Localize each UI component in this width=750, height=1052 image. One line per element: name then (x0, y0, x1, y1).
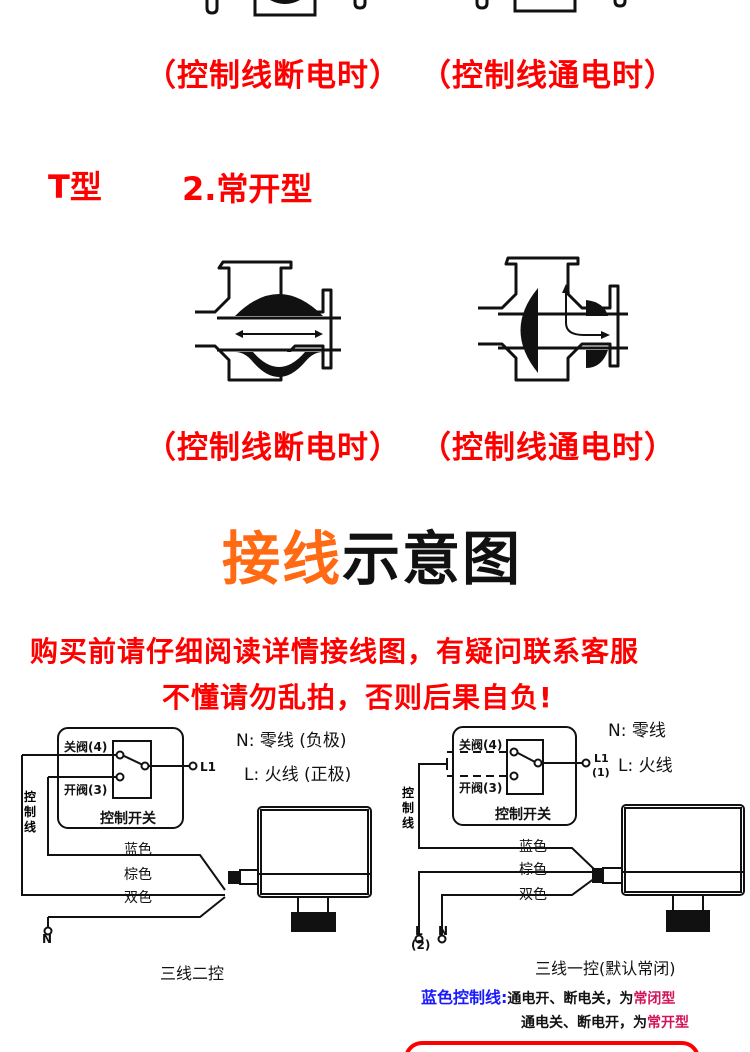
normally-open-label: 2.常开型 (182, 170, 313, 208)
right-wire-brown: 棕色 (519, 862, 547, 878)
right-legend-n: N: 零线 (608, 721, 666, 741)
t-valve-diagram-off (195, 260, 341, 382)
right-terminal-l-number: (2) (411, 938, 431, 952)
side-char: 制 (24, 805, 37, 819)
side-char: 线 (402, 816, 415, 830)
warning-line-2: 不懂请勿乱拍，否则后果自负! (162, 681, 553, 714)
note-line1-type: 常闭型 (633, 991, 676, 1007)
side-char: 控 (24, 790, 37, 804)
right-diagram-caption: 三线一控(默认常闭) (535, 959, 676, 978)
left-control-wire-label: 控 制 线 (24, 790, 38, 835)
left-legend-l: L: 火线 (正极) (244, 765, 352, 785)
caption-t-on: （控制线通电时） (420, 430, 676, 466)
right-terminal-n: N (438, 924, 449, 938)
note-prefix: 蓝色控制线: (421, 988, 508, 1007)
note-line1-text: 通电开、断电关，为 (507, 991, 634, 1007)
left-close-valve-label: 关阀(4) (64, 740, 108, 754)
right-close-valve-label: 关阀(4) (459, 738, 503, 752)
right-l1-number: (1) (592, 766, 610, 779)
red-highlight-box (404, 1041, 700, 1052)
left-legend-n: N: 零线 (负极) (236, 731, 347, 751)
blue-control-wire-note-line2: 通电关、断电开，为常开型 (521, 1012, 689, 1032)
note-line2-text: 通电关、断电开，为 (521, 1015, 647, 1031)
heading-rest: 示意图 (342, 525, 523, 593)
right-l1-label: L1 (594, 752, 609, 765)
right-legend-l: L: 火线 (618, 756, 673, 776)
warning-line-1: 购买前请仔细阅读详情接线图，有疑问联系客服 (30, 635, 640, 668)
left-diagram-caption: 三线二控 (160, 964, 225, 983)
blue-control-wire-note-line1: 蓝色控制线:通电开、断电关，为常闭型 (421, 984, 675, 1008)
wiring-diagram-three-wire-two-control (21, 727, 372, 936)
heading-highlight: 接线 (222, 525, 343, 593)
wiring-diagram-three-wire-one-control (414, 726, 745, 944)
left-l1-label: L1 (200, 760, 216, 774)
left-wire-brown: 棕色 (124, 867, 152, 883)
t-valve-diagram-on (478, 256, 628, 382)
wiring-diagram-heading: 接线示意图 (222, 512, 522, 596)
right-wire-dual: 双色 (519, 887, 547, 903)
right-switch-title: 控制开关 (495, 807, 551, 823)
left-open-valve-label: 开阀(3) (64, 783, 108, 797)
valve-diagram-top-on (475, 0, 627, 13)
valve-diagram-top-off (205, 0, 367, 17)
right-control-wire-label: 控 制 线 (402, 786, 416, 831)
caption-t-off: （控制线断电时） (145, 430, 401, 466)
side-char: 线 (24, 820, 37, 834)
right-terminal-l: L (415, 924, 423, 938)
caption-top-on: （控制线通电时） (420, 58, 676, 94)
caption-top-off: （控制线断电时） (145, 58, 401, 94)
right-wire-blue: 蓝色 (519, 839, 547, 855)
side-char: 控 (402, 786, 415, 800)
left-switch-title: 控制开关 (100, 811, 156, 827)
note-line2-type: 常开型 (647, 1015, 689, 1031)
left-wire-dual: 双色 (124, 890, 152, 906)
left-terminal-n: N (42, 932, 53, 946)
left-wire-blue: 蓝色 (124, 842, 152, 858)
t-type-label: T型 (48, 168, 102, 206)
right-open-valve-label: 开阀(3) (459, 781, 503, 795)
side-char: 制 (402, 801, 415, 815)
